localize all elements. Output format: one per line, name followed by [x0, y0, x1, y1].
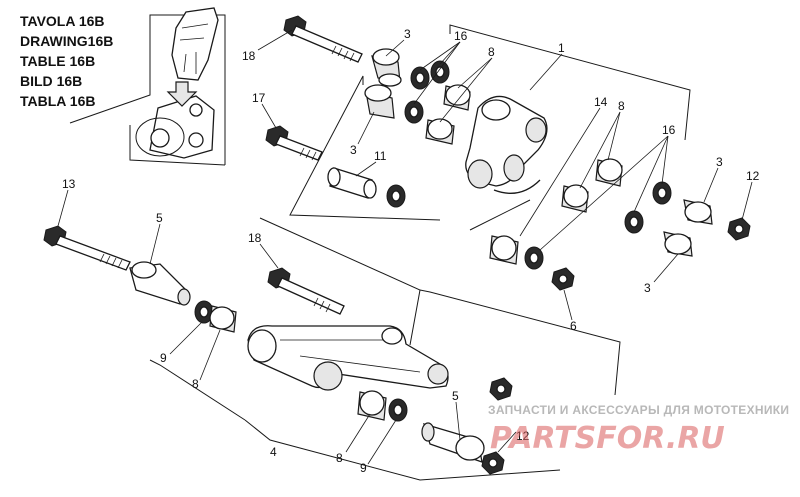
callout-number: 3: [350, 143, 357, 157]
callout-number: 13: [62, 177, 76, 191]
leader-lines: [57, 29, 753, 465]
svg-text:BILD 16B: BILD 16B: [20, 73, 82, 89]
callout-number: 8: [192, 377, 199, 391]
callout-number: 18: [242, 49, 256, 63]
bolt-13: [43, 225, 131, 271]
bearing-set-16-right: [624, 181, 672, 234]
table-label-code: 16B: [88, 33, 114, 49]
linkage-rocker-1: [465, 95, 548, 194]
bolt-17: [265, 125, 323, 161]
callout-number: 16: [662, 123, 676, 137]
callout-number: 4: [270, 445, 277, 459]
svg-text:TAVOLA 16B: TAVOLA 16B: [20, 13, 105, 29]
callout-number: 12: [746, 169, 760, 183]
bearing-16-bottom-right: [524, 246, 544, 270]
svg-text:DRAWING16B: DRAWING16B: [20, 33, 113, 49]
locator-arrow-icon: [166, 81, 198, 107]
watermark: ЗАПЧАСТИ И АКСЕССУАРЫ ДЛЯ МОТОТЕХНИКИ PA…: [488, 403, 789, 456]
callout-number: 8: [488, 45, 495, 59]
bushing-3-right: [663, 199, 713, 257]
table-label-code: 16B: [70, 53, 96, 69]
callout-number: 16: [454, 29, 468, 43]
callout-number: 3: [716, 155, 723, 169]
pin-5-left: [129, 261, 191, 306]
callout-number: 11: [374, 149, 387, 163]
bushing-3-top: [371, 48, 402, 87]
nut-12-lower: [481, 451, 505, 475]
callout-number: 12: [516, 429, 530, 443]
callout-number: 9: [360, 461, 367, 475]
pin-5-lower: [421, 422, 485, 463]
callout-number: 18: [248, 231, 262, 245]
callout-number: 17: [252, 91, 266, 105]
bushing-3-mid: [364, 84, 395, 119]
table-label-lang: TAVOLA: [20, 13, 75, 29]
spacer-8-lower: [357, 390, 387, 421]
bearing-16-lower-left: [386, 184, 406, 208]
nut-6: [551, 267, 575, 291]
linkage-link-4: [247, 325, 449, 391]
callout-number: 3: [404, 27, 411, 41]
spacer-8-right: [561, 158, 623, 213]
nut-12-right: [727, 217, 751, 241]
callout-number: 14: [594, 95, 608, 109]
callout-number: 5: [156, 211, 163, 225]
spacer-11: [327, 167, 377, 199]
table-label-block: TAVOLA 16B DRAWING16B TABLE 16B BILD 16B…: [20, 13, 226, 166]
callout-number: 9: [160, 351, 167, 365]
table-label-lang: BILD: [20, 73, 53, 89]
table-label-lang: DRAWING: [20, 33, 88, 49]
callout-number: 1: [558, 41, 565, 55]
table-label-lang: TABLE: [20, 53, 66, 69]
bolt-18-lower: [267, 267, 345, 315]
svg-text:TABLA 16B: TABLA 16B: [20, 93, 95, 109]
table-label-code: 16B: [70, 93, 96, 109]
spacer-8-left: [209, 305, 237, 333]
callout-number: 3: [644, 281, 651, 295]
watermark-logo: PARTSFOR.RU: [490, 421, 725, 456]
watermark-tagline: ЗАПЧАСТИ И АКСЕССУАРЫ ДЛЯ МОТОТЕХНИКИ: [488, 403, 789, 417]
washer-9-left: [194, 300, 214, 324]
svg-text:TABLE 16B: TABLE 16B: [20, 53, 95, 69]
table-label-lang: TABLA: [20, 93, 66, 109]
locator-thumbnail: [135, 7, 219, 159]
callout-number: 8: [618, 99, 625, 113]
callout-number: 5: [452, 389, 459, 403]
table-label-code: 16B: [79, 13, 105, 29]
washer-9-lower: [388, 398, 408, 422]
spacer-8-upper: [425, 84, 471, 145]
spacer-8-bottom-right: [489, 235, 519, 265]
callout-labels: 1 3 3 3 3 4 5 5 6 8 8 8 8 9 9 11 12 12 1…: [62, 27, 760, 475]
callout-number: 6: [570, 319, 577, 333]
callout-number: 8: [336, 451, 343, 465]
assembly-outlines: [149, 24, 691, 481]
bolt-18-upper: [283, 15, 363, 63]
bearing-set-16-upper: [404, 60, 450, 124]
nut-12-mid: [489, 377, 513, 401]
table-label-code: 16B: [57, 73, 83, 89]
